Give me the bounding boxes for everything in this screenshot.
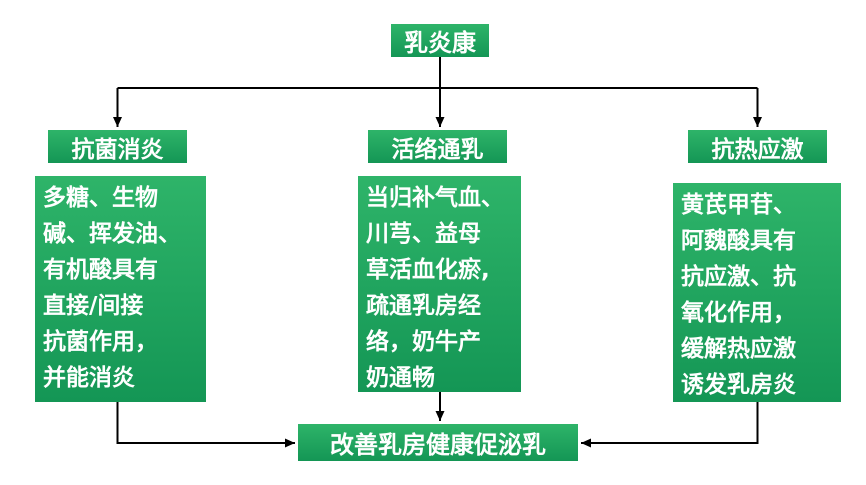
node-outcome: 改善乳房健康促泌乳 [298,424,578,461]
node-branch-antibacterial-header: 抗菌消炎 [48,130,187,163]
node-branch-lactation-detail: 当归补气血、 川芎、益母 草活血化瘀, 疏通乳房经 络，奶牛产 奶通畅 [358,176,521,392]
connector-right-to-outcome [581,402,759,448]
node-root-label: 乳炎康 [404,29,476,57]
branch-body-text: 黄芪甲苷、 阿魏酸具有 抗应激、抗 氧化作用， 缓解热应激 诱发乳房炎 [681,192,796,398]
branch-header-label: 抗热应激 [711,136,804,163]
node-branch-heatstress-header: 抗热应激 [688,130,827,163]
connector-left-to-outcome [116,402,295,448]
node-branch-lactation-header: 活络通乳 [368,130,507,163]
branch-header-label: 活络通乳 [391,136,484,163]
node-outcome-label: 改善乳房健康促泌乳 [330,431,546,459]
branch-body-text: 当归补气血、 川芎、益母 草活血化瘀, 疏通乳房经 络，奶牛产 奶通畅 [366,185,504,391]
node-root: 乳炎康 [391,24,489,57]
branch-body-text: 多糖、生物 碱、挥发油、 有机酸具有 直接/间接 抗菌作用， 并能消炎 [43,185,181,391]
node-branch-antibacterial-detail: 多糖、生物 碱、挥发油、 有机酸具有 直接/间接 抗菌作用， 并能消炎 [35,176,206,402]
branch-header-label: 抗菌消炎 [71,136,164,163]
node-branch-heatstress-detail: 黄芪甲苷、 阿魏酸具有 抗应激、抗 氧化作用， 缓解热应激 诱发乳房炎 [673,183,841,402]
